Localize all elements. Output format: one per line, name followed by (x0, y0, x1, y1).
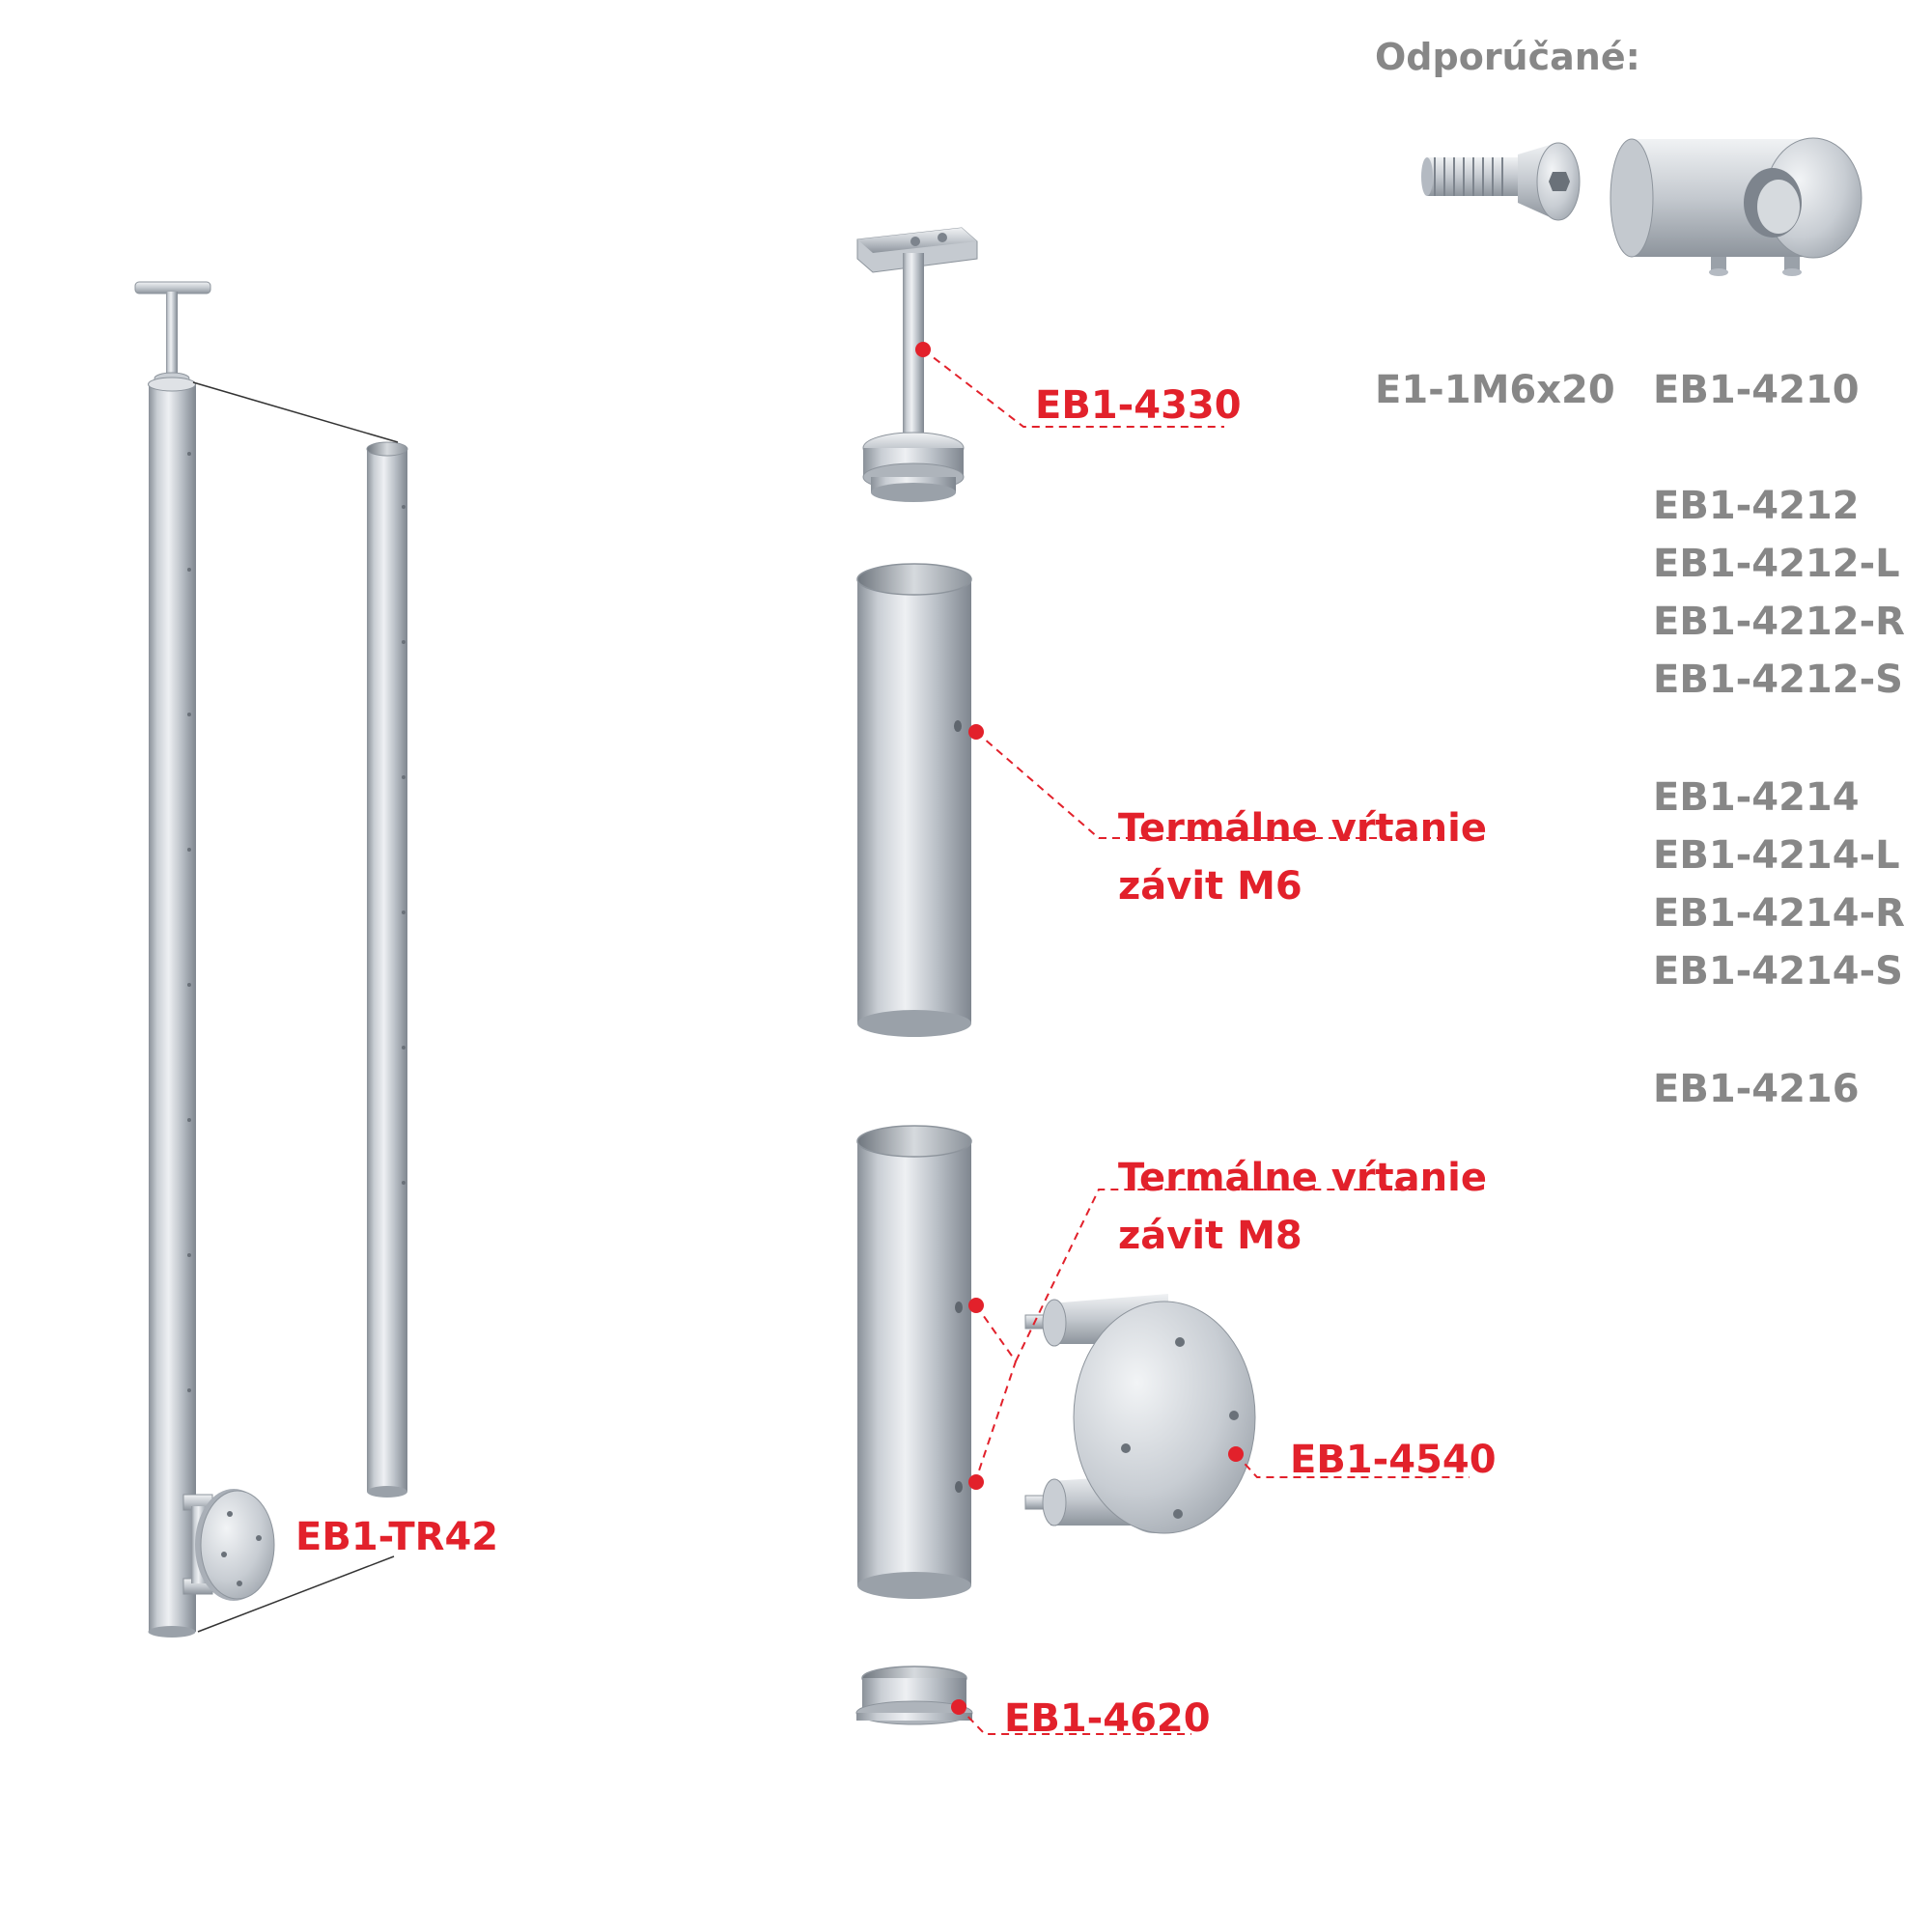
side-flange-code-label: EB1-4540 (1290, 1438, 1497, 1482)
lower-tube-note-line1: Termálne vŕtanie (1118, 1156, 1487, 1200)
recommended-code: EB1-4214 (1653, 775, 1860, 820)
handrail-holder-code-label: EB1-4330 (1035, 383, 1242, 428)
holder-code-label: EB1-4210 (1653, 368, 1860, 412)
recommended-code: EB1-4214-R (1653, 891, 1905, 936)
lower-tube-note-line2: závit M8 (1118, 1214, 1302, 1258)
screw-code-label: E1-1M6x20 (1375, 368, 1615, 412)
screw-illustration (1421, 142, 1581, 221)
cross-bar-holder-illustration (1610, 137, 1862, 276)
handrail-holder-illustration (856, 227, 978, 502)
recommended-code: EB1-4212-R (1653, 600, 1905, 644)
recommended-code: EB1-4212-S (1653, 658, 1903, 702)
upper-tube-note-line2: závit M6 (1118, 864, 1302, 909)
end-cap-code-label: EB1-4620 (1004, 1696, 1211, 1741)
end-cap-illustration (855, 1666, 973, 1725)
post-code-label: EB1-TR42 (295, 1515, 499, 1559)
recommended-code: EB1-4214-S (1653, 949, 1903, 994)
recommended-title: Odporúčané: (1375, 36, 1640, 78)
recommended-group-4214: EB1-4214 EB1-4214-L EB1-4214-R EB1-4214-… (1653, 769, 1905, 1000)
upper-tube-note-line1: Termálne vŕtanie (1118, 806, 1487, 851)
lower-tube-illustration (856, 1125, 972, 1599)
recommended-group-4212: EB1-4212 EB1-4212-L EB1-4212-R EB1-4212-… (1653, 477, 1905, 709)
upper-tube-illustration (856, 563, 972, 1037)
side-flange-illustration (1024, 1294, 1256, 1534)
post-assembly-illustration (134, 281, 408, 1638)
callout-leaders (922, 349, 1470, 1735)
recommended-group-4216: EB1-4216 (1653, 1060, 1860, 1118)
recommended-code: EB1-4212 (1653, 484, 1860, 528)
recommended-code: EB1-4216 (1653, 1067, 1860, 1111)
callout-dots (915, 342, 1244, 1715)
recommended-code: EB1-4214-L (1653, 833, 1900, 878)
recommended-code: EB1-4212-L (1653, 542, 1900, 586)
